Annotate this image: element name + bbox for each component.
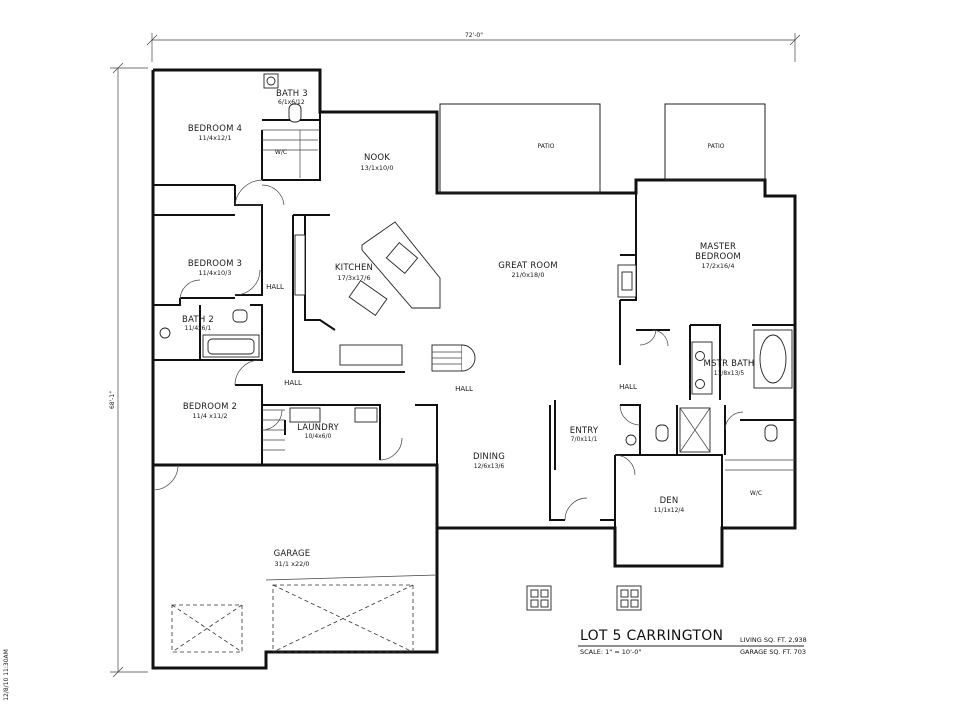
exterior-walls — [151, 68, 797, 670]
room-dim-den: 11/1x12/4 — [654, 507, 685, 514]
room-dim-great-room: 21/0x18/0 — [511, 271, 544, 279]
side-stamp: 12/8/10 11:30AM — [3, 649, 10, 701]
room-dim-entry: 7/0x11/1 — [571, 436, 598, 443]
plan-scale: SCALE: 1" = 10'-0" — [580, 648, 641, 656]
room-name-mstr-bath: MSTR BATH — [704, 359, 755, 369]
room-dim-laundry: 10/4x6/0 — [305, 433, 332, 440]
hall-label-lower: HALL — [284, 379, 302, 387]
room-name-wic-bed4: W/C — [275, 149, 287, 156]
room-dim-bath3: 6/1x6/12 — [278, 99, 305, 106]
interior-walls — [153, 112, 795, 528]
room-name-patio-left: PATIO — [537, 143, 554, 150]
room-name-den: DEN — [660, 496, 679, 506]
room-name-master-bedroom: MASTER — [700, 242, 736, 252]
hall-label-center: HALL — [455, 385, 473, 393]
room-name-master-bedroom-2: BEDROOM — [695, 252, 741, 262]
plan-title: LOT 5 CARRINGTON — [580, 628, 723, 644]
room-name-garage: GARAGE — [274, 549, 311, 559]
room-name-laundry: LAUNDRY — [297, 423, 339, 433]
room-name-kitchen: KITCHEN — [335, 263, 373, 273]
patios — [439, 103, 766, 194]
room-dim-master-bedroom: 17/2x16/4 — [701, 262, 734, 270]
room-dim-bath2: 11/4x6/1 — [185, 325, 212, 332]
room-name-great-room: GREAT ROOM — [498, 261, 558, 271]
living-sqft: LIVING SQ. FT. 2,938 — [740, 636, 807, 644]
hall-label-right: HALL — [619, 383, 637, 391]
door-swings — [152, 179, 744, 521]
hall-label-upper: HALL — [266, 283, 284, 291]
room-name-bath3: BATH 3 — [276, 89, 308, 99]
room-dim-bedroom2: 11/4 x11/2 — [192, 412, 227, 420]
room-name-patio-right: PATIO — [707, 143, 724, 150]
room-dim-nook: 13/1x10/0 — [360, 164, 393, 172]
room-dim-bedroom3: 11/4x10/3 — [198, 269, 231, 277]
room-dim-mstr-bath: 11/8x13/5 — [714, 370, 745, 377]
room-name-bath2: BATH 2 — [182, 315, 214, 325]
room-name-bedroom2: BEDROOM 2 — [183, 402, 237, 412]
room-name-bedroom3: BEDROOM 3 — [188, 259, 242, 269]
overall-width-label: 72'-0" — [465, 32, 483, 39]
room-name-entry: ENTRY — [570, 426, 599, 436]
room-name-wic-master: W/C — [750, 490, 762, 497]
room-dim-kitchen: 17/3x17/6 — [337, 274, 370, 282]
room-dim-dining: 12/6x13/6 — [474, 463, 505, 470]
title-block: LOT 5 CARRINGTON LIVING SQ. FT. 2,938 SC… — [578, 628, 807, 656]
garage-sqft: GARAGE SQ. FT. 703 — [740, 648, 806, 656]
room-labels: BATH 3 6/1x6/12 BEDROOM 4 11/4x12/1 W/C … — [182, 89, 762, 568]
room-dim-bedroom4: 11/4x12/1 — [198, 134, 231, 142]
dimension-lines — [110, 33, 801, 678]
room-name-dining: DINING — [473, 452, 505, 462]
room-name-nook: NOOK — [364, 153, 390, 163]
room-dim-garage: 31/1 x22/0 — [274, 560, 309, 568]
overall-depth-label: 68'-1" — [109, 391, 116, 409]
fixtures — [159, 73, 795, 653]
room-name-bedroom4: BEDROOM 4 — [188, 124, 242, 134]
